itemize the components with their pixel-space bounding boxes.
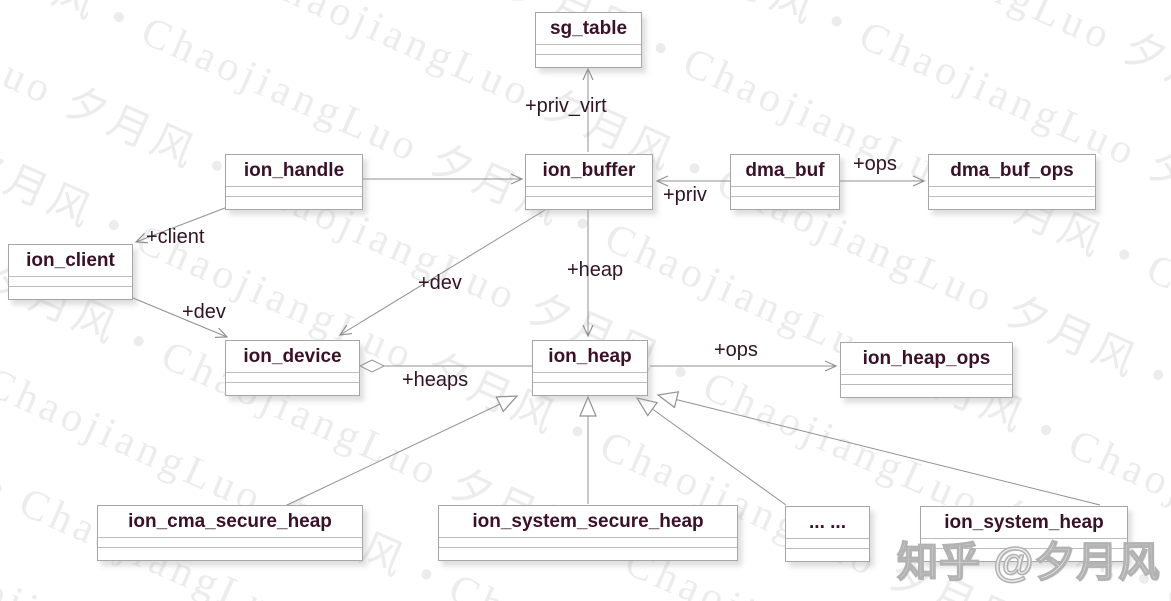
class-title: ion_handle — [226, 155, 362, 187]
operations-compartment — [439, 548, 737, 560]
operations-compartment — [536, 55, 641, 67]
class-ion_system_heap: ion_system_heap — [920, 506, 1128, 562]
attributes-compartment — [536, 45, 641, 55]
edge-ion_handle-ion_client — [134, 207, 226, 244]
attributes-compartment — [533, 373, 647, 383]
operations-compartment — [226, 383, 359, 395]
class-ion_cma_secure_heap: ion_cma_secure_heap — [97, 505, 363, 561]
operations-compartment — [533, 383, 647, 395]
class-ellipsis: ... ... — [785, 506, 870, 562]
class-ion_device: ion_device — [225, 340, 360, 396]
operations-compartment — [841, 385, 1012, 397]
attributes-compartment — [786, 539, 869, 549]
class-ion_handle: ion_handle — [225, 154, 363, 210]
edge-label-heap: +heap — [567, 259, 624, 281]
edge-ion_client-ion_device — [132, 297, 229, 339]
operations-compartment — [786, 549, 869, 561]
attributes-compartment — [226, 187, 362, 197]
attributes-compartment — [921, 539, 1127, 549]
operations-compartment — [9, 287, 132, 299]
attributes-compartment — [841, 375, 1012, 385]
class-title: ion_buffer — [526, 155, 652, 187]
class-title: sg_table — [536, 13, 641, 45]
attributes-compartment — [9, 277, 132, 287]
class-title: ion_cma_secure_heap — [98, 506, 362, 538]
edge-ion_cma_secure_heap-ion_heap — [284, 395, 519, 507]
operations-compartment — [526, 197, 652, 209]
class-ion_system_secure_heap: ion_system_secure_heap — [438, 505, 738, 561]
attributes-compartment — [526, 187, 652, 197]
class-title: ion_client — [9, 245, 132, 277]
class-title: ion_heap_ops — [841, 343, 1012, 375]
class-ion_heap_ops: ion_heap_ops — [840, 342, 1013, 398]
class-dma_buf: dma_buf — [730, 154, 840, 210]
class-title: dma_buf — [731, 155, 839, 187]
class-title: dma_buf_ops — [929, 155, 1095, 187]
class-title: ion_system_secure_heap — [439, 506, 737, 538]
attributes-compartment — [98, 538, 362, 548]
class-title: ... ... — [786, 507, 869, 539]
edge-ion_buffer-ion_device — [338, 209, 546, 336]
attributes-compartment — [929, 187, 1095, 197]
attributes-compartment — [731, 187, 839, 197]
class-title: ion_system_heap — [921, 507, 1127, 539]
edge-label-priv_virt: +priv_virt — [525, 95, 607, 117]
edge-label-ops-heap: +ops — [714, 339, 758, 361]
class-ion_buffer: ion_buffer — [525, 154, 653, 210]
edge-ion_system_heap-ion_heap — [656, 391, 1101, 506]
operations-compartment — [731, 197, 839, 209]
zhihu-credit-watermark: 知乎 @夕月风 — [896, 538, 1161, 586]
edge-label-dev-client: +dev — [182, 301, 226, 323]
attributes-compartment — [439, 538, 737, 548]
class-title: ion_device — [226, 341, 359, 373]
operations-compartment — [226, 197, 362, 209]
operations-compartment — [929, 197, 1095, 209]
edge-label-ops-dma: +ops — [853, 153, 897, 175]
edge-ellipsis-ion_heap — [635, 397, 787, 506]
edge-label-priv: +priv — [663, 184, 707, 206]
aggregation-diamond — [358, 359, 386, 373]
class-ion_client: ion_client — [8, 244, 133, 300]
class-sg_table: sg_table — [535, 12, 642, 68]
operations-compartment — [98, 548, 362, 560]
edge-label-client: +client — [146, 226, 205, 248]
edge-label-heaps: +heaps — [402, 369, 469, 391]
class-ion_heap: ion_heap — [532, 340, 648, 396]
class-dma_buf_ops: dma_buf_ops — [928, 154, 1096, 210]
class-title: ion_heap — [533, 341, 647, 373]
attributes-compartment — [226, 373, 359, 383]
edge-label-dev-buffer: +dev — [418, 272, 462, 294]
